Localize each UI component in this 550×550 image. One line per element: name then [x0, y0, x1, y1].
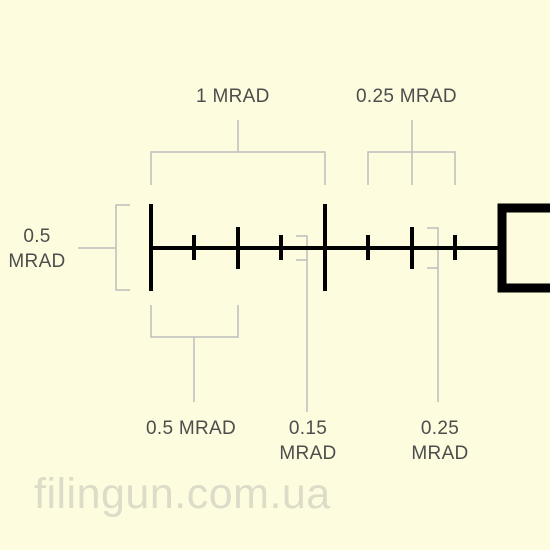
label-025-mrad-right-value: 0.25	[420, 418, 460, 439]
bracket-1-mrad	[150, 120, 326, 185]
bracket-025-mrad-right	[427, 227, 439, 402]
reticle	[149, 203, 550, 293]
bracket-05-mrad-bottom	[150, 305, 239, 402]
label-05-mrad-bottom: 0.5 MRAD	[146, 416, 236, 441]
label-1-mrad: 1 MRAD	[196, 84, 270, 109]
label-015-mrad-value: 0.15	[288, 418, 328, 439]
label-05-mrad-left-unit: MRAD	[8, 251, 66, 272]
label-025-mrad-right: 0.25 MRAD	[402, 416, 478, 466]
bracket-025-mrad-top	[367, 120, 456, 185]
label-025-mrad-right-unit: MRAD	[411, 443, 469, 464]
label-015-mrad-unit: MRAD	[279, 443, 337, 464]
bracket-015-mrad	[296, 235, 308, 412]
label-05-mrad-left-value: 0.5	[23, 226, 51, 247]
post-bracket	[497, 203, 550, 293]
label-015-mrad: 0.15 MRAD	[270, 416, 346, 466]
dimension-brackets	[78, 120, 456, 412]
label-025-mrad-top-text: 0.25 MRAD	[356, 86, 457, 107]
label-05-mrad-left: 0.5 MRAD	[4, 224, 70, 274]
watermark: filingun.com.ua	[34, 470, 331, 518]
bracket-05-mrad-left	[78, 204, 130, 291]
label-025-mrad-top: 0.25 MRAD	[356, 84, 457, 109]
label-1-mrad-text: 1 MRAD	[196, 86, 270, 107]
label-05-mrad-bottom-text: 0.5 MRAD	[146, 418, 237, 439]
